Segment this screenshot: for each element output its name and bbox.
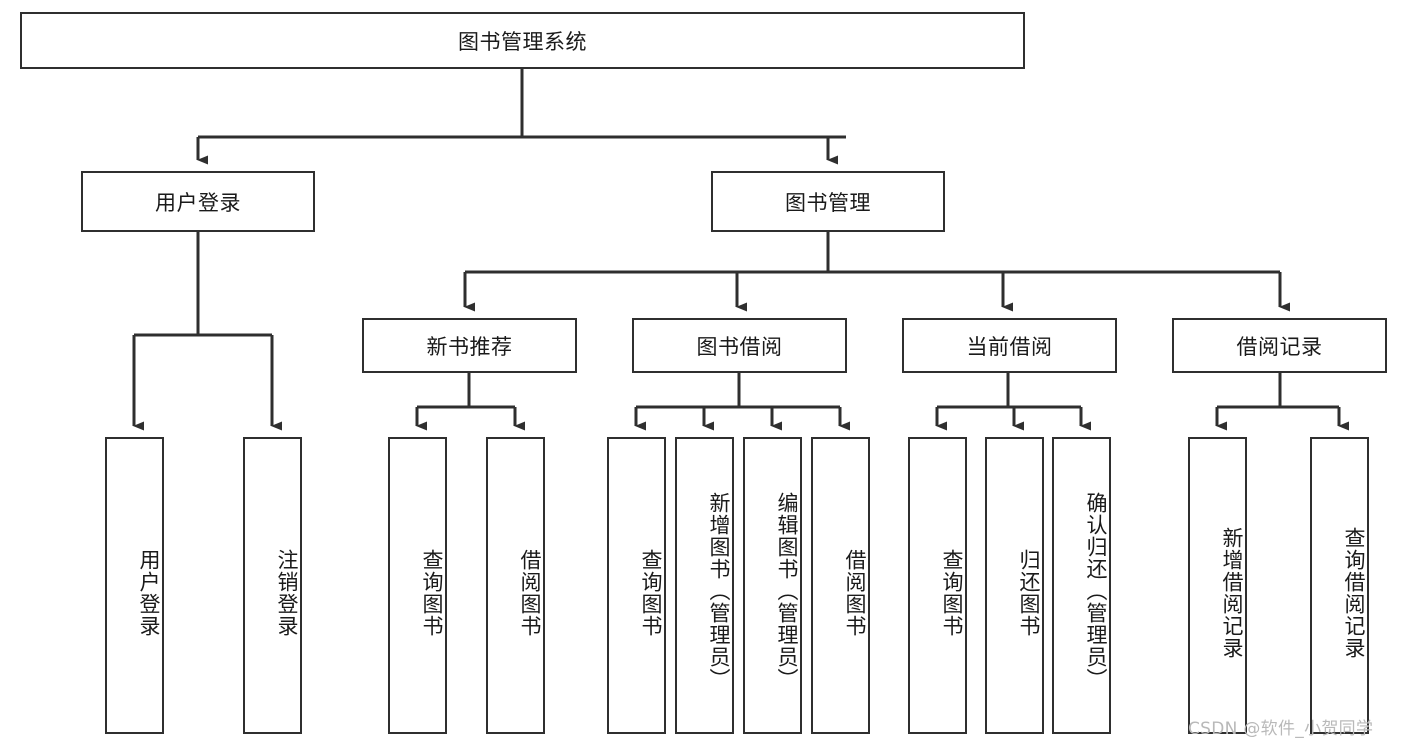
leaf-add-borrow-record-label: 新增借阅记录 [1220, 526, 1244, 659]
leaf-query-book-rec[interactable]: 查询图书 [388, 437, 447, 734]
node-borrow-record-label: 借阅记录 [1236, 334, 1323, 359]
leaf-borrow-book-rec-label: 借阅图书 [518, 548, 542, 637]
leaf-query-book-borrow-label: 查询图书 [639, 548, 663, 637]
node-book-management[interactable]: 图书管理 [711, 171, 945, 232]
node-root-label: 图书管理系统 [458, 29, 587, 54]
leaf-confirm-return-admin-label: 确认归还（管理员） [1084, 491, 1108, 690]
leaf-user-login[interactable]: 用户登录 [105, 437, 164, 734]
node-book-borrow[interactable]: 图书借阅 [632, 318, 847, 373]
node-book-management-label: 图书管理 [785, 190, 871, 215]
leaf-query-book-rec-label: 查询图书 [420, 548, 444, 637]
leaf-query-book-current-label: 查询图书 [940, 548, 964, 637]
node-user-login[interactable]: 用户登录 [81, 171, 315, 232]
leaf-edit-book-admin-label: 编辑图书（管理员） [775, 491, 799, 690]
node-current-borrow[interactable]: 当前借阅 [902, 318, 1117, 373]
leaf-borrow-book[interactable]: 借阅图书 [811, 437, 870, 734]
node-current-borrow-label: 当前借阅 [966, 334, 1053, 359]
node-root[interactable]: 图书管理系统 [20, 12, 1025, 69]
leaf-user-login-label: 用户登录 [137, 548, 161, 637]
leaf-return-book[interactable]: 归还图书 [985, 437, 1044, 734]
leaf-logout-label: 注销登录 [275, 548, 299, 637]
leaf-add-book-admin[interactable]: 新增图书（管理员） [675, 437, 734, 734]
leaf-add-book-admin-label: 新增图书（管理员） [707, 491, 731, 690]
leaf-query-borrow-record[interactable]: 查询借阅记录 [1310, 437, 1369, 734]
node-new-book-recommend-label: 新书推荐 [426, 334, 513, 359]
node-new-book-recommend[interactable]: 新书推荐 [362, 318, 577, 373]
leaf-confirm-return-admin[interactable]: 确认归还（管理员） [1052, 437, 1111, 734]
leaf-edit-book-admin[interactable]: 编辑图书（管理员） [743, 437, 802, 734]
leaf-borrow-book-rec[interactable]: 借阅图书 [486, 437, 545, 734]
node-user-login-label: 用户登录 [155, 190, 241, 215]
leaf-query-book-borrow[interactable]: 查询图书 [607, 437, 666, 734]
leaf-query-borrow-record-label: 查询借阅记录 [1342, 526, 1366, 659]
leaf-logout[interactable]: 注销登录 [243, 437, 302, 734]
node-book-borrow-label: 图书借阅 [696, 334, 783, 359]
leaf-add-borrow-record[interactable]: 新增借阅记录 [1188, 437, 1247, 734]
leaf-return-book-label: 归还图书 [1017, 548, 1041, 637]
node-borrow-record[interactable]: 借阅记录 [1172, 318, 1387, 373]
leaf-query-book-current[interactable]: 查询图书 [908, 437, 967, 734]
leaf-borrow-book-label: 借阅图书 [843, 548, 867, 637]
watermark-text: CSDN @软件_小贺同学 [1188, 719, 1374, 739]
